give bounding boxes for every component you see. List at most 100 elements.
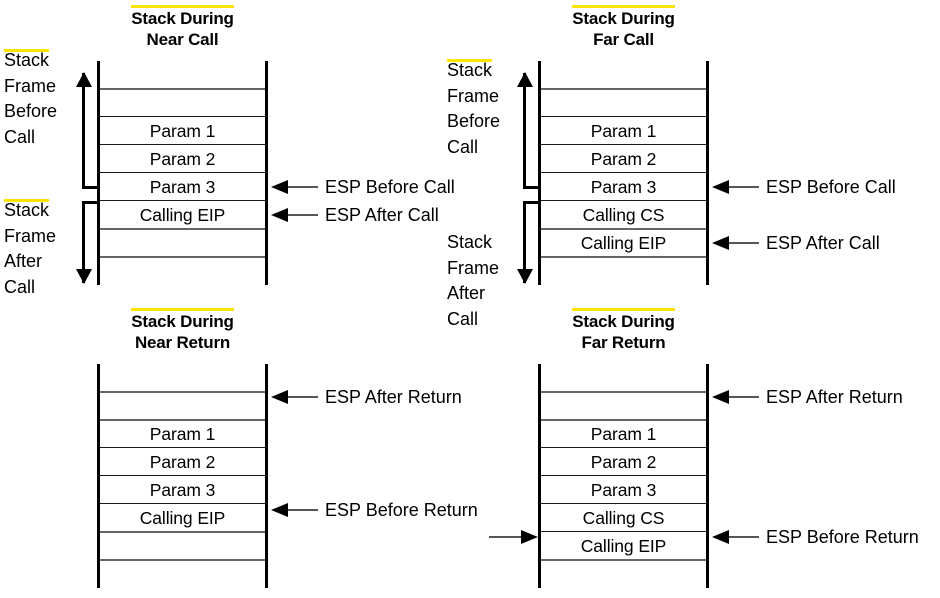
table-row: Calling EIP — [100, 200, 265, 229]
table-row: Param 1 — [541, 116, 706, 145]
table-row — [541, 391, 706, 420]
far-return-title: Stack During Far Return — [538, 308, 709, 353]
stack-cell: Calling EIP — [139, 507, 226, 528]
table-row: Param 3 — [100, 172, 265, 201]
near-call-frame-before-label: Stack Frame Before Call — [4, 48, 58, 147]
table-row: Param 1 — [100, 419, 265, 448]
table-row: Param 3 — [541, 172, 706, 201]
table-row: Calling EIP — [100, 503, 265, 532]
table-row — [100, 88, 265, 117]
stack-cell: Calling CS — [582, 204, 665, 225]
near-return-stack: Param 1 Param 2 Param 3 Calling EIP — [97, 364, 268, 588]
far-call-title-line1: Stack During — [572, 5, 676, 28]
table-row: Param 2 — [100, 447, 265, 476]
near-call-esp-after-call: ESP After Call — [271, 205, 439, 225]
stack-cell: Param 3 — [590, 176, 657, 197]
far-return-stack: Param 1 Param 2 Param 3 Calling CS Calli… — [538, 364, 709, 588]
far-return-esp-after-return: ESP After Return — [712, 387, 903, 407]
arrow-left-icon — [271, 208, 288, 222]
table-row — [100, 391, 265, 420]
arrow-left-icon — [712, 390, 729, 404]
stack-rail-left — [538, 61, 541, 285]
table-row — [541, 88, 706, 117]
table-row — [100, 228, 265, 257]
stack-rail-right — [265, 364, 268, 588]
table-row: Param 2 — [541, 447, 706, 476]
table-row: Param 1 — [541, 419, 706, 448]
near-call-title-line1: Stack During — [131, 5, 235, 28]
arrow-left-icon — [712, 236, 729, 250]
table-row — [100, 531, 265, 560]
table-row: Param 2 — [541, 144, 706, 173]
near-call-frame-before-bracket — [74, 72, 100, 189]
table-row: Calling EIP — [541, 228, 706, 257]
stack-cell: Param 1 — [149, 423, 216, 444]
table-row — [541, 61, 706, 89]
far-call-frame-before-bracket — [515, 72, 541, 189]
near-call-frame-after-bracket — [74, 201, 100, 284]
arrow-left-icon — [271, 390, 288, 404]
near-call-stack: Param 1 Param 2 Param 3 Calling EIP — [97, 61, 268, 285]
table-row — [541, 559, 706, 588]
near-return-title-line1: Stack During — [131, 308, 235, 331]
stack-cell: Calling EIP — [580, 232, 667, 253]
table-row: Param 1 — [100, 116, 265, 145]
stack-rail-left — [97, 364, 100, 588]
near-call-title: Stack During Near Call — [97, 5, 268, 50]
stack-cell: Param 1 — [149, 120, 216, 141]
near-return-title: Stack During Near Return — [97, 308, 268, 353]
stack-cell: Param 2 — [149, 148, 216, 169]
far-call-frame-after-bracket — [515, 201, 541, 284]
stack-cell: Param 3 — [149, 479, 216, 500]
table-row: Param 2 — [100, 144, 265, 173]
table-row — [541, 256, 706, 285]
stack-cell: Calling EIP — [580, 535, 667, 556]
near-return-title-line2: Near Return — [134, 333, 231, 352]
arrow-left-icon — [712, 180, 729, 194]
near-call-title-line2: Near Call — [146, 30, 219, 49]
far-call-title-line2: Far Call — [593, 30, 654, 49]
stack-rail-right — [706, 364, 709, 588]
stack-rail-left — [97, 61, 100, 285]
table-row: Calling CS — [541, 503, 706, 532]
far-call-stack: Param 1 Param 2 Param 3 Calling CS Calli… — [538, 61, 709, 285]
near-call-frame-after-label: Stack Frame After Call — [4, 198, 57, 297]
table-row — [100, 364, 265, 392]
stack-cell: Calling CS — [582, 507, 665, 528]
stack-cell: Param 3 — [149, 176, 216, 197]
stack-rail-right — [706, 61, 709, 285]
far-call-esp-before-call: ESP Before Call — [712, 177, 896, 197]
near-call-esp-before-call: ESP Before Call — [271, 177, 455, 197]
far-return-title-line2: Far Return — [581, 333, 666, 352]
far-call-title: Stack During Far Call — [538, 5, 709, 50]
arrow-left-icon — [712, 530, 729, 544]
table-row — [100, 256, 265, 285]
stack-cell: Param 3 — [590, 479, 657, 500]
stack-cell: Param 1 — [590, 423, 657, 444]
arrow-left-icon — [271, 180, 288, 194]
table-row: Calling CS — [541, 200, 706, 229]
arrow-right-icon — [521, 530, 538, 544]
table-row — [541, 364, 706, 392]
stack-rail-left — [538, 364, 541, 588]
near-return-esp-before-return: ESP Before Return — [271, 500, 478, 520]
stack-cell: Param 2 — [149, 451, 216, 472]
table-row: Param 3 — [100, 475, 265, 504]
stack-rail-right — [265, 61, 268, 285]
arrow-left-icon — [271, 503, 288, 517]
stack-cell: Calling EIP — [139, 204, 226, 225]
table-row: Calling EIP — [541, 531, 706, 560]
stack-cell: Param 2 — [590, 451, 657, 472]
stack-cell: Param 2 — [590, 148, 657, 169]
near-return-esp-after-return: ESP After Return — [271, 387, 462, 407]
table-row — [100, 559, 265, 588]
far-return-incoming-arrow — [489, 527, 538, 547]
far-call-frame-before-label: Stack Frame Before Call — [447, 58, 501, 157]
far-return-esp-before-return: ESP Before Return — [712, 527, 919, 547]
far-call-esp-after-call: ESP After Call — [712, 233, 880, 253]
table-row — [100, 61, 265, 89]
far-return-title-line1: Stack During — [572, 308, 676, 331]
table-row: Param 3 — [541, 475, 706, 504]
stack-cell: Param 1 — [590, 120, 657, 141]
far-call-frame-after-label: Stack Frame After Call — [447, 232, 500, 329]
